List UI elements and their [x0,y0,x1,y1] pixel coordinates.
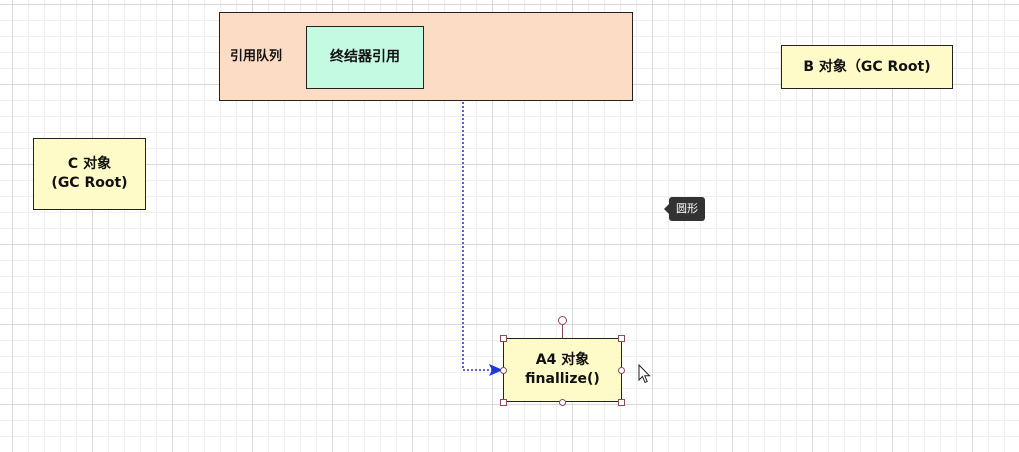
a4-object-label: A4 对象 [535,352,590,369]
connect-point-left[interactable] [500,367,507,374]
rotate-handle-stem [562,324,563,338]
reference-queue-label: 引用队列 [230,49,283,64]
c-object-label: C 对象 [67,156,112,173]
b-object-label: B 对象（GC Root) [803,58,931,75]
rotate-handle[interactable] [558,316,567,325]
a4-object-box[interactable]: A4 对象 finallize() [503,338,622,402]
connect-point-right[interactable] [618,367,625,374]
resize-handle-top-right[interactable] [618,335,625,342]
connector-arrow-head [489,364,503,376]
finalizer-reference-box[interactable]: 终结器引用 [306,26,424,89]
c-object-box[interactable]: C 对象 (GC Root) [33,138,146,210]
connect-point-bottom[interactable] [559,399,566,406]
finalizer-reference-label: 终结器引用 [330,49,400,66]
finalizer-to-a4-connector[interactable] [424,56,493,371]
a4-object-sublabel: finallize() [525,371,600,387]
arrow-cursor-icon [638,364,651,384]
c-object-sublabel: (GC Root) [51,175,128,191]
b-object-box[interactable]: B 对象（GC Root) [781,45,953,89]
resize-handle-bottom-right[interactable] [618,399,625,406]
reference-queue-box[interactable]: 引用队列 [219,12,633,101]
resize-handle-bottom-left[interactable] [500,399,507,406]
resize-handle-top-left[interactable] [500,335,507,342]
shape-tooltip: 圆形 [664,197,705,221]
